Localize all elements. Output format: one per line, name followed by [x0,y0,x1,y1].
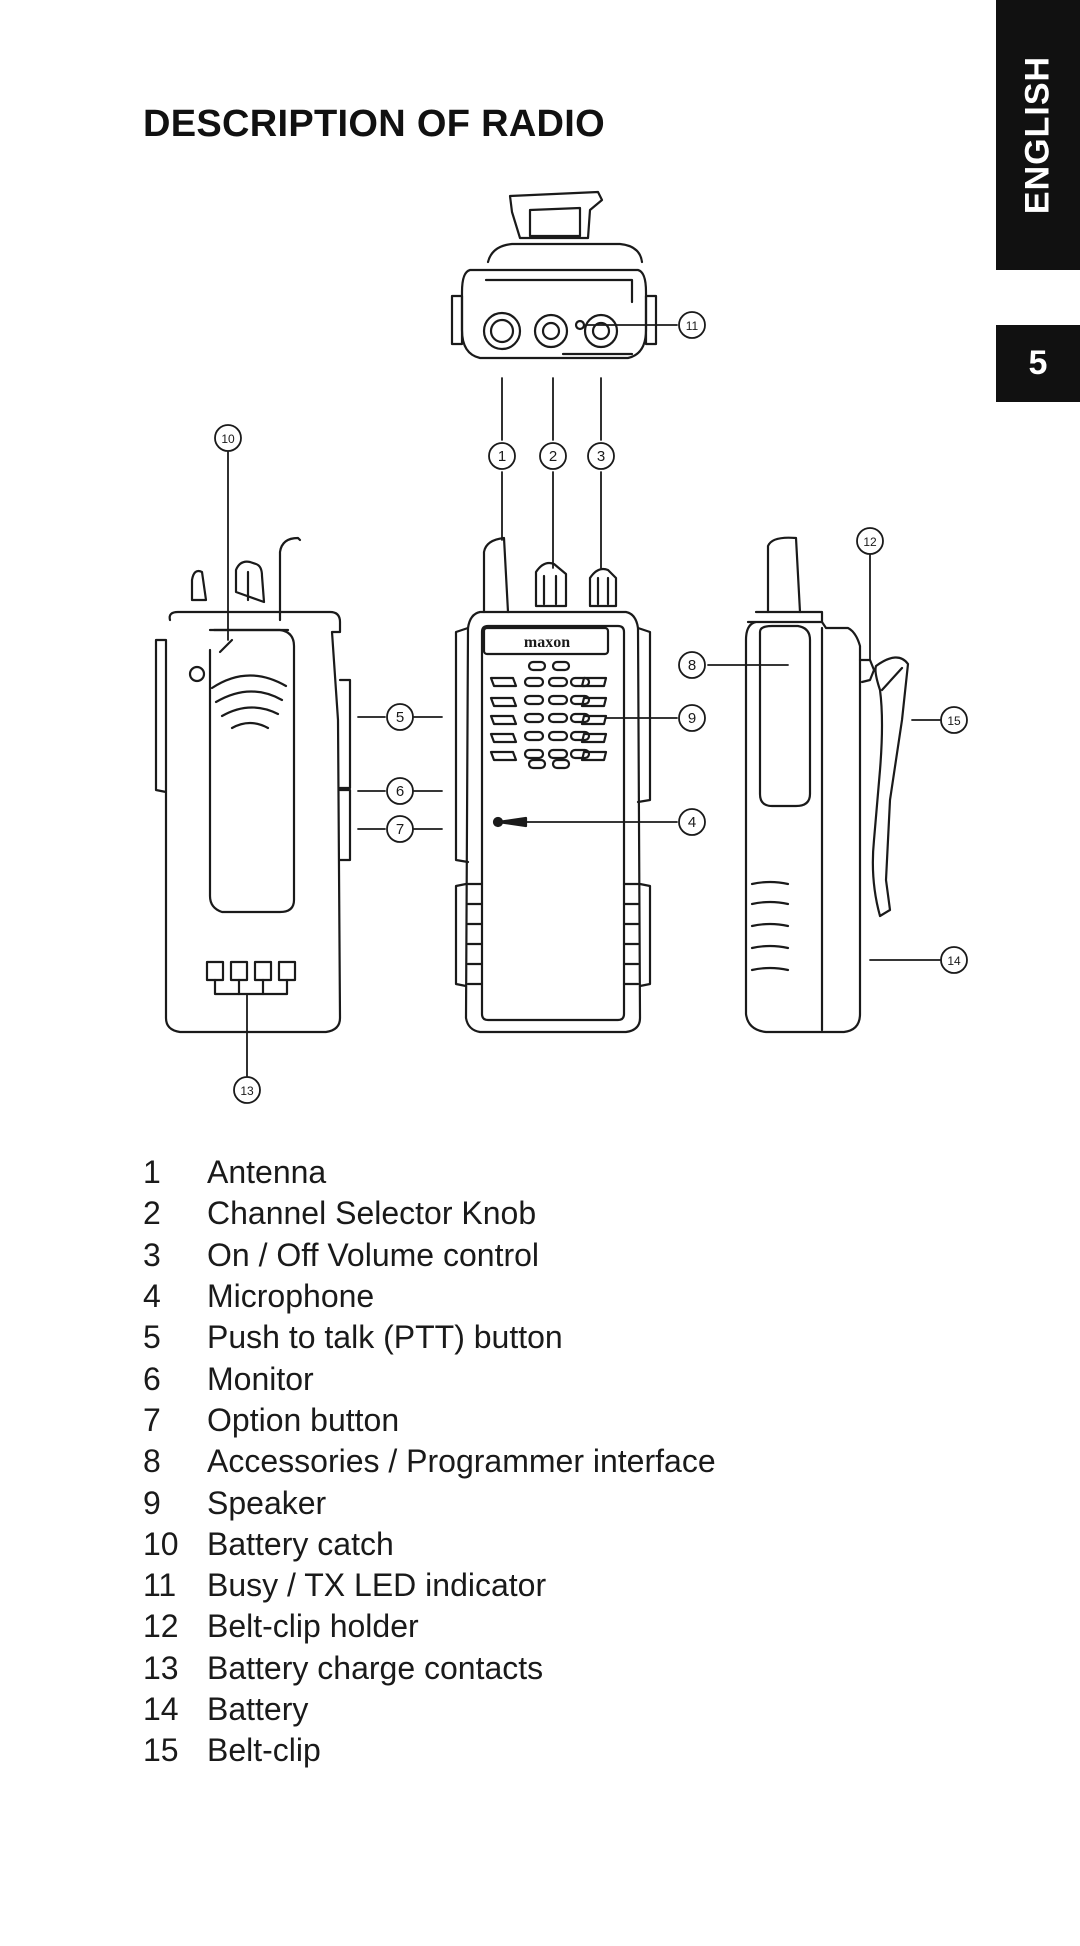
legend-item: 1 Antenna [143,1152,716,1193]
parts-legend: 1 Antenna 2 Channel Selector Knob 3 On / Of… [143,1152,716,1771]
legend-item: 12 Belt-clip holder [143,1606,716,1647]
callout-leaders [227,324,941,1077]
callout-11: 11 [686,319,699,333]
callout-7: 7 [396,821,404,838]
legend-item: 13 Battery charge contacts [143,1648,716,1689]
legend-item: 9 Speaker [143,1482,716,1523]
legend-label: Monitor [207,1360,314,1397]
radio-front-view [454,536,652,1034]
legend-item: 15 Belt-clip [143,1730,716,1771]
legend-number: 12 [143,1608,179,1645]
legend-label: Channel Selector Knob [207,1195,537,1232]
page-title: DESCRIPTION OF RADIO [143,103,606,146]
legend-number: 1 [143,1154,161,1191]
legend-number: 15 [143,1732,179,1769]
legend-label: Option button [207,1401,400,1438]
callout-6: 6 [396,783,404,800]
brand-label: maxon [524,634,570,651]
legend-label: Belt-clip [207,1732,321,1769]
legend-label: Belt-clip holder [207,1608,419,1645]
callout-14: 14 [947,954,961,968]
callout-10: 10 [221,432,235,446]
callout-4: 4 [688,814,696,831]
legend-item: 4 Microphone [143,1276,716,1317]
legend-item: 3 On / Off Volume control [143,1235,716,1276]
legend-number: 9 [143,1484,161,1521]
legend-label: Antenna [207,1154,327,1191]
legend-number: 3 [143,1236,161,1273]
callout-3: 3 [597,448,605,465]
legend-number: 5 [143,1319,161,1356]
radio-side-view [744,536,910,1034]
legend-label: Accessories / Programmer interface [207,1443,716,1480]
legend-label: Speaker [207,1484,327,1521]
legend-label: On / Off Volume control [207,1236,540,1273]
callout-5: 5 [396,709,404,726]
language-tab: ENGLISH [996,0,1080,270]
legend-number: 4 [143,1278,161,1315]
radio-top-view [450,190,658,360]
callout-markers [214,311,968,1104]
legend-number: 11 [143,1567,177,1604]
callout-8: 8 [688,657,696,674]
legend-item: 11 Busy / TX LED indicator [143,1565,716,1606]
radio-back-view [154,536,352,1034]
legend-item: 8 Accessories / Programmer interface [143,1441,716,1482]
legend-item: 10 Battery catch [143,1524,716,1565]
legend-number: 2 [143,1195,161,1232]
callout-13: 13 [240,1084,254,1098]
legend-item: 5 Push to talk (PTT) button [143,1317,716,1358]
legend-label: Busy / TX LED indicator [207,1567,547,1604]
legend-item: 7 Option button [143,1400,716,1441]
legend-number: 8 [143,1443,161,1480]
legend-label: Battery charge contacts [207,1649,544,1686]
legend-number: 14 [143,1691,179,1727]
legend-label: Microphone [207,1278,375,1315]
legend-item: 2 Channel Selector Knob [143,1193,716,1234]
legend-number: 7 [143,1401,161,1438]
legend-label: Push to talk (PTT) button [207,1319,563,1356]
radio-diagram: maxon 10 1 2 3 11 12 8 9 4 5 6 7 15 14 1… [154,190,968,1104]
callout-12: 12 [863,535,877,549]
callout-15: 15 [947,714,961,728]
callout-1: 1 [498,448,506,465]
callout-2: 2 [549,448,557,465]
legend-number: 10 [143,1525,179,1562]
legend-number: 6 [143,1360,161,1397]
legend-label: Battery catch [207,1525,394,1562]
page-number: 5 [996,325,1080,402]
legend-label: Battery [207,1691,309,1727]
legend-item: 14 Battery [143,1689,716,1730]
legend-number: 13 [143,1649,179,1686]
legend-item: 6 Monitor [143,1358,716,1399]
callout-9: 9 [688,710,696,727]
